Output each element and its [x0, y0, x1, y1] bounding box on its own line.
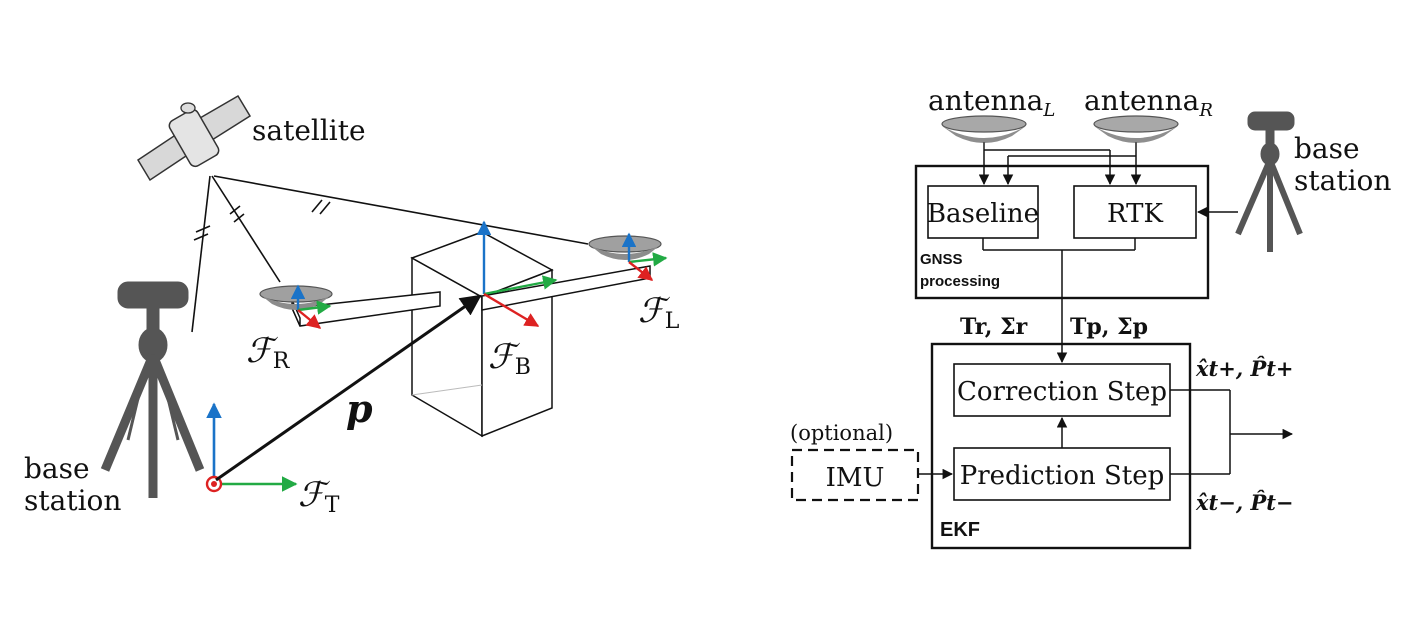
gnss-processing-label: GNSS [920, 251, 963, 268]
correction-step-block [953, 363, 1171, 417]
base-station-tripod-icon [100, 281, 205, 498]
frame-T-label: ℱT [298, 475, 340, 518]
satellite-icon [136, 94, 252, 182]
ekf-wiring [918, 389, 1294, 480]
left-scene: satellite base station [24, 94, 680, 518]
base-station-label: station [24, 484, 121, 517]
frame-R-label: ℱR [246, 331, 291, 374]
antenna-R-label: antennaR [1084, 84, 1213, 121]
base-station-label: station [1294, 164, 1391, 197]
frame-L-axes [621, 232, 668, 281]
prediction-step-label: Prediction Step [960, 461, 1165, 491]
posterior-state-label: x̂t+, P̂t+ [1195, 356, 1294, 381]
measurement-p-label: Tp, Σp [1070, 314, 1148, 340]
frame-B-axes [476, 220, 558, 328]
optional-label: (optional) [790, 421, 893, 445]
ekf-label: EKF [940, 519, 980, 541]
rtk-block-label: RTK [1107, 199, 1163, 229]
correction-step-label: Correction Step [957, 377, 1167, 407]
antenna-dish-left-icon [588, 235, 662, 260]
gnss-output-wiring [982, 238, 1136, 364]
vector-p-label: p [346, 386, 373, 431]
prior-state-label: x̂t−, P̂t− [1195, 490, 1294, 515]
signal-lines [191, 175, 589, 333]
antenna-R-dish-icon [1093, 115, 1179, 150]
imu-block-label: IMU [826, 463, 885, 493]
base-station-label: base [1294, 132, 1360, 165]
frame-L-label: ℱL [638, 291, 680, 334]
position-vector-arrow [215, 294, 482, 482]
satellite-label: satellite [252, 114, 366, 147]
measurement-r-label: Tr, Σr [960, 314, 1028, 340]
rtk-block [1073, 185, 1197, 239]
imu-block [790, 448, 920, 502]
frame-R-axes [290, 284, 332, 329]
vehicle-body-box [410, 231, 554, 438]
antenna-L-dish-icon [941, 115, 1027, 150]
antenna-L-label: antennaL [928, 84, 1055, 121]
base-station-tripod-icon [1235, 111, 1303, 252]
base-station-label: base [24, 452, 90, 485]
baseline-block-label: Baseline [927, 199, 1039, 229]
right-diagram: antennaL antennaR base station GNSS proc… [790, 84, 1391, 550]
ekf-box [930, 342, 1192, 550]
frame-T-axes [206, 402, 298, 492]
baseline-block [927, 185, 1039, 239]
antenna-wiring [978, 149, 1238, 218]
gnss-processing-label: processing [920, 273, 1000, 290]
